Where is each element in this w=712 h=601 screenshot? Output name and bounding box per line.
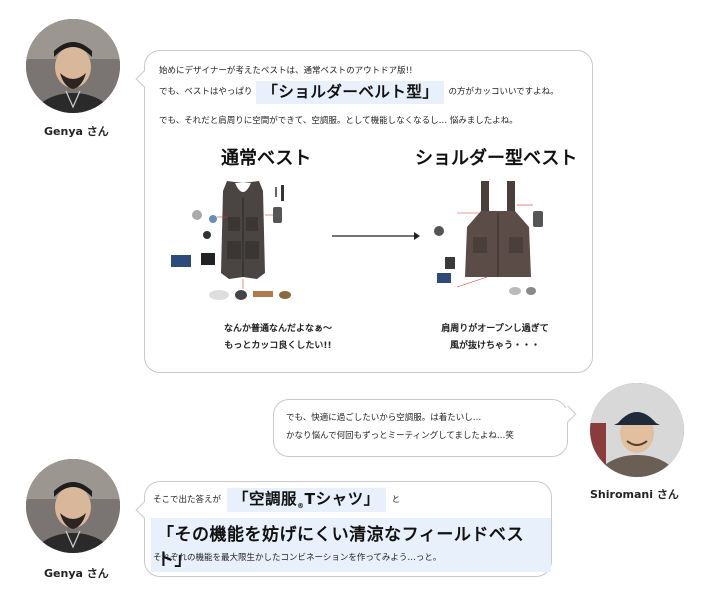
- shiromani-name: Shiromani さん: [590, 488, 679, 501]
- bubble3-line2: 「その機能を妨げにくい清涼なフィールドベスト」: [151, 518, 551, 572]
- bubble3-line1-pre: そこで出た答えが: [153, 495, 222, 506]
- person-photo-icon: [26, 459, 120, 553]
- shiromani-avatar: [590, 383, 684, 477]
- genya-name-top: Genya さん: [44, 125, 109, 138]
- speech-bubble-2: でも、快適に過ごしたいから空調服。は着たいし… かなり悩んで何回もずっとミーティ…: [273, 399, 577, 457]
- bubble1-line2-pre: でも、ベストはやっぱり: [159, 87, 253, 98]
- bubble3-line3: それぞれの機能を最大限生かしたコンビネーションを作ってみよう…っと。: [153, 553, 442, 563]
- bubble3-line1: そこで出た答えが 「空調服®Tシャツ」 と: [153, 488, 401, 513]
- bubble1-line2-post: の方がカッコいいですよね。: [448, 87, 559, 98]
- aircon-tshirt-highlight: 「空調服®Tシャツ」: [227, 488, 386, 513]
- person-photo-icon: [590, 383, 684, 477]
- bubble-tail: [135, 501, 153, 519]
- aircon-tshirt-b: Tシャツ」: [304, 490, 380, 508]
- bubble2-line1: でも、快適に過ごしたいから空調服。は着たいし…: [286, 413, 482, 423]
- shoulder-vest-figure: [417, 177, 577, 311]
- bubble-tail: [135, 70, 153, 88]
- shoulder-belt-highlight: 「ショルダーベルト型」: [256, 81, 445, 104]
- normal-vest-caption-line2: もっとカッコ良くしたい!!: [224, 341, 332, 352]
- bubble1-line1: 始めにデザイナーが考えたベストは、通常ベストのアウトドア版!!: [159, 66, 413, 76]
- bubble1-line2: でも、ベストはやっぱり 「ショルダーベルト型」 の方がカッコいいですよね。: [159, 81, 559, 104]
- registered-mark: ®: [297, 502, 305, 511]
- genya-avatar-top: [26, 19, 120, 113]
- normal-vest-caption-line1: なんか普通なんだよなぁ〜: [223, 324, 332, 334]
- normal-vest-caption: なんか普通なんだよなぁ〜 もっとカッコ良くしたい!!: [223, 321, 333, 355]
- bubble-tail: [559, 405, 577, 423]
- normal-vest-figure: [163, 177, 323, 311]
- aircon-tshirt-a: 「空調服: [233, 490, 298, 508]
- bubble3-line1-post: と: [391, 495, 401, 506]
- person-photo-icon: [26, 19, 120, 113]
- shoulder-vest-title: ショルダー型ベスト: [415, 148, 578, 169]
- genya-avatar-bottom: [26, 459, 120, 553]
- genya-name-bottom: Genya さん: [44, 567, 109, 580]
- shoulder-vest-caption-line1: 肩周りがオープンし過ぎて: [441, 324, 549, 334]
- right-arrow-icon: [330, 227, 422, 240]
- shoulder-vest-caption-line2: 風が抜けちゃう・・・: [449, 341, 540, 352]
- shoulder-vest-caption: 肩周りがオープンし過ぎて 風が抜けちゃう・・・: [440, 321, 550, 355]
- speech-bubble-1: 始めにデザイナーが考えたベストは、通常ベストのアウトドア版!! でも、ベストはや…: [135, 50, 593, 373]
- normal-vest-title: 通常ベスト: [221, 148, 312, 169]
- field-vest-highlight: 「その機能を妨げにくい清涼なフィールドベスト」: [151, 518, 551, 572]
- bubble1-line3: でも、それだと肩周りに空間ができて、空調服。として機能しなくなるし… 悩みました…: [159, 116, 518, 126]
- speech-bubble-3: そこで出た答えが 「空調服®Tシャツ」 と 「その機能を妨げにくい清涼なフィール…: [135, 481, 552, 577]
- bubble2-line2: かなり悩んで何回もずっとミーティングしてましたよね…笑: [286, 431, 514, 441]
